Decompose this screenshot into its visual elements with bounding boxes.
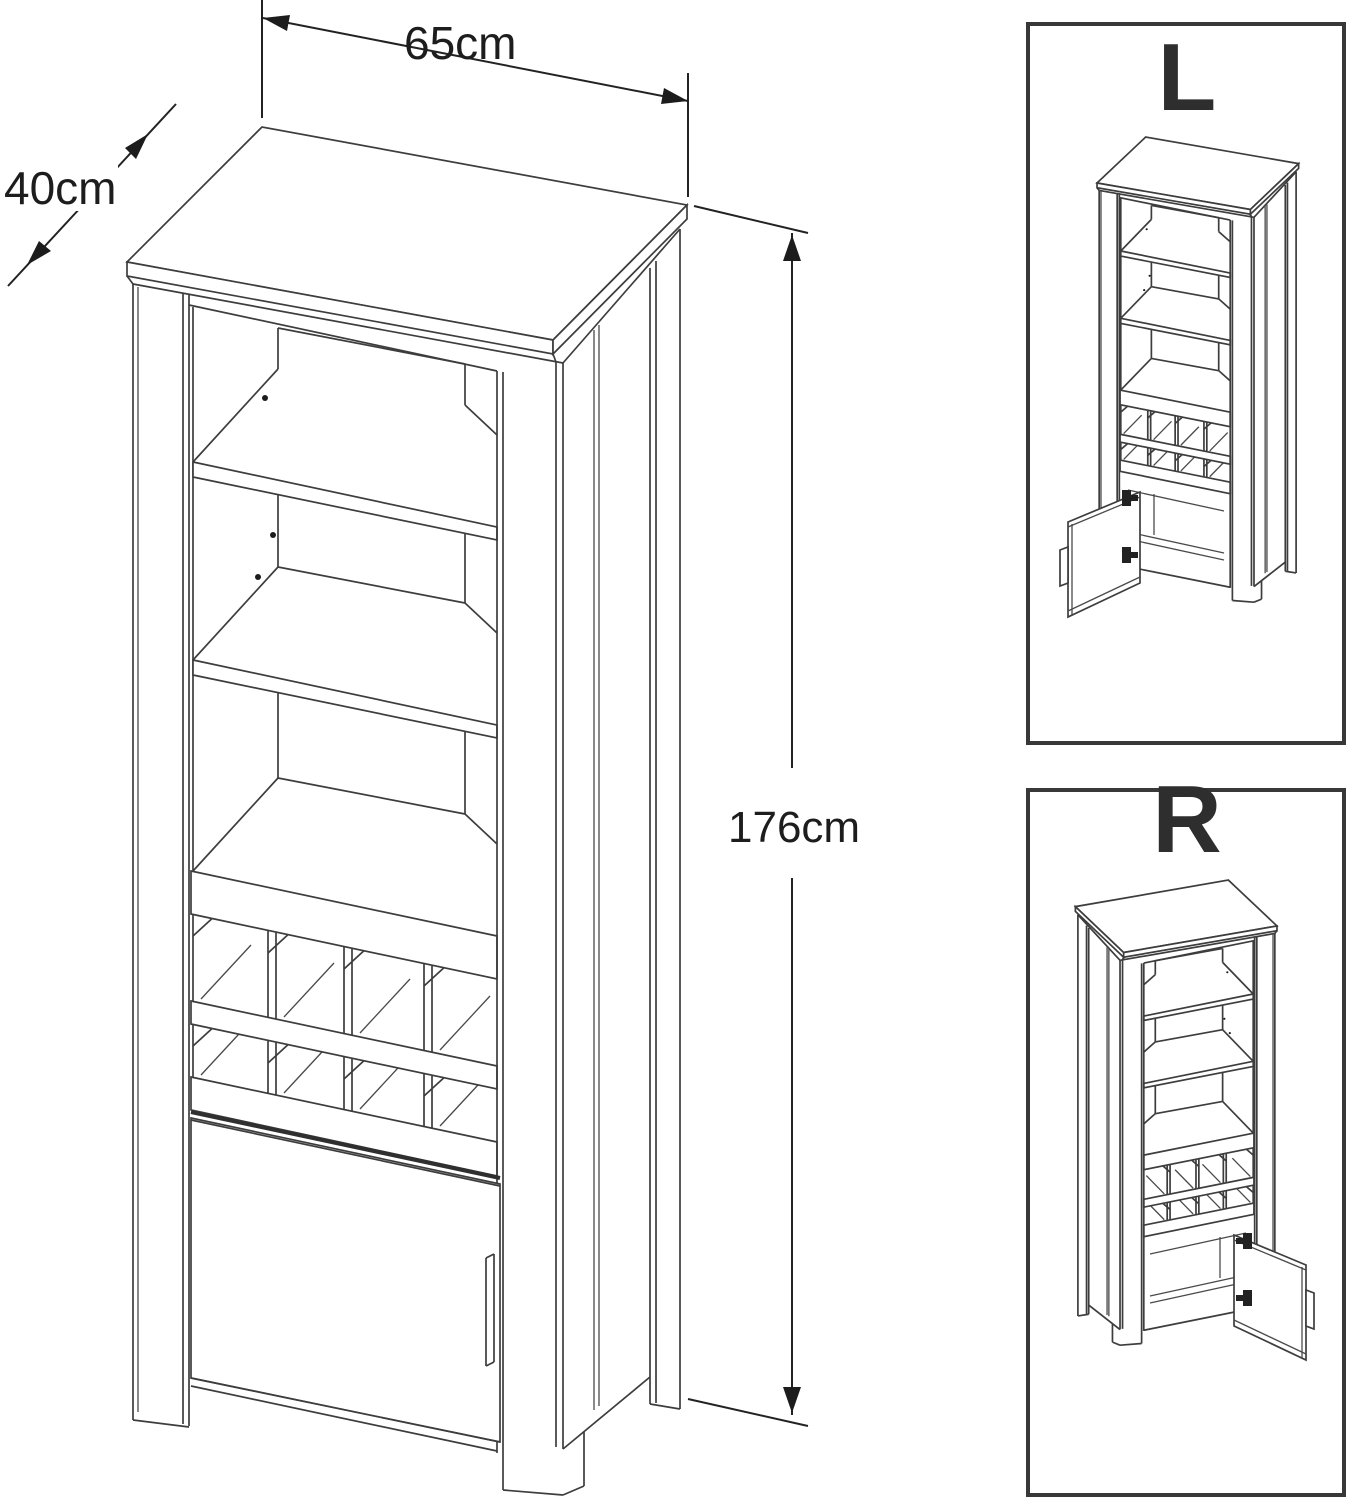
depth-dimension-label: 40cm (2, 162, 119, 214)
width-dimension (262, 0, 688, 197)
arrowhead-icon (661, 88, 688, 104)
depth-dimension (8, 104, 176, 286)
arrowhead-icon (27, 241, 51, 265)
arrowhead-icon (263, 15, 290, 31)
variant-letter-R: R (1152, 766, 1221, 873)
variant-panel-L (1026, 22, 1346, 745)
height-dimension-label: 176cm (728, 803, 861, 852)
height-dimension (688, 206, 808, 1426)
arrowhead-icon (125, 134, 148, 159)
width-dimension-label: 65cm (404, 17, 517, 69)
variant-letter-L: L (1157, 24, 1217, 131)
main-cabinet-drawing (126, 126, 688, 1496)
arrowhead-icon (783, 1387, 801, 1413)
arrowhead-icon (783, 235, 801, 261)
variant-panel-R (1026, 788, 1346, 1497)
